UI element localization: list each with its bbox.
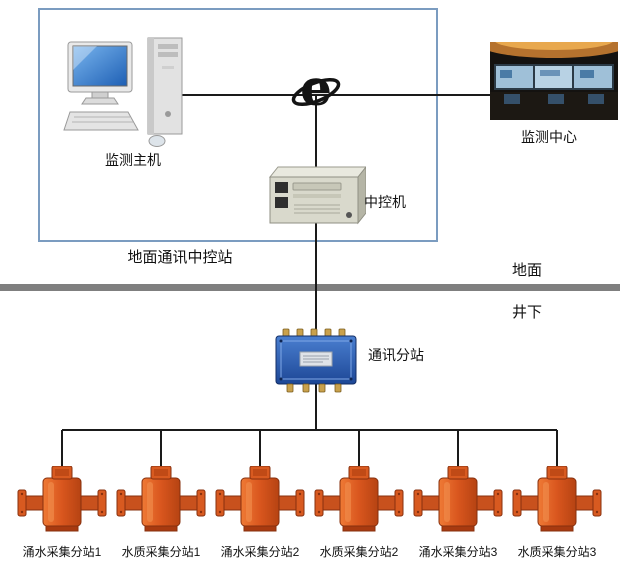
flow-sensor-image (116, 466, 206, 532)
control-machine-label: 中控机 (364, 194, 406, 210)
device-column: 涌水采集分站2 (210, 466, 310, 560)
flow-sensor-image (215, 466, 305, 532)
ground-divider-line (0, 284, 620, 291)
monitoring-center-photo (479, 30, 620, 120)
flow-sensor-image (512, 466, 602, 532)
flow-sensor-image (314, 466, 404, 532)
surface-station-label: 地面通讯中控站 (127, 249, 233, 266)
underground-label: 井下 (512, 304, 543, 321)
device-column: 水质采集分站1 (111, 466, 211, 560)
device-label: 涌水采集分站2 (220, 545, 300, 559)
surface-station-outline (38, 8, 438, 242)
device-column: 水质采集分站2 (309, 466, 409, 560)
flow-sensor-image (413, 466, 503, 532)
substation-image (273, 328, 359, 394)
substation-label: 通讯分站 (368, 347, 424, 363)
control-machine-image (266, 163, 368, 229)
svg-text:e: e (300, 62, 332, 117)
device-label: 涌水采集分站1 (22, 545, 102, 559)
host-label: 监测主机 (105, 152, 161, 168)
host-computer-illustration (62, 36, 202, 148)
ground-label: 地面 (512, 262, 543, 279)
device-label: 水质采集分站3 (517, 545, 597, 559)
device-label: 涌水采集分站3 (418, 545, 498, 559)
device-column: 涌水采集分站1 (12, 466, 112, 560)
monitoring-center-label: 监测中心 (521, 129, 577, 145)
device-column: 涌水采集分站3 (408, 466, 508, 560)
flow-sensor-image (17, 466, 107, 532)
device-label: 水质采集分站2 (319, 545, 399, 559)
device-label: 水质采集分站1 (121, 545, 201, 559)
device-column: 水质采集分站3 (507, 466, 607, 560)
internet-e-icon: e (291, 58, 341, 120)
